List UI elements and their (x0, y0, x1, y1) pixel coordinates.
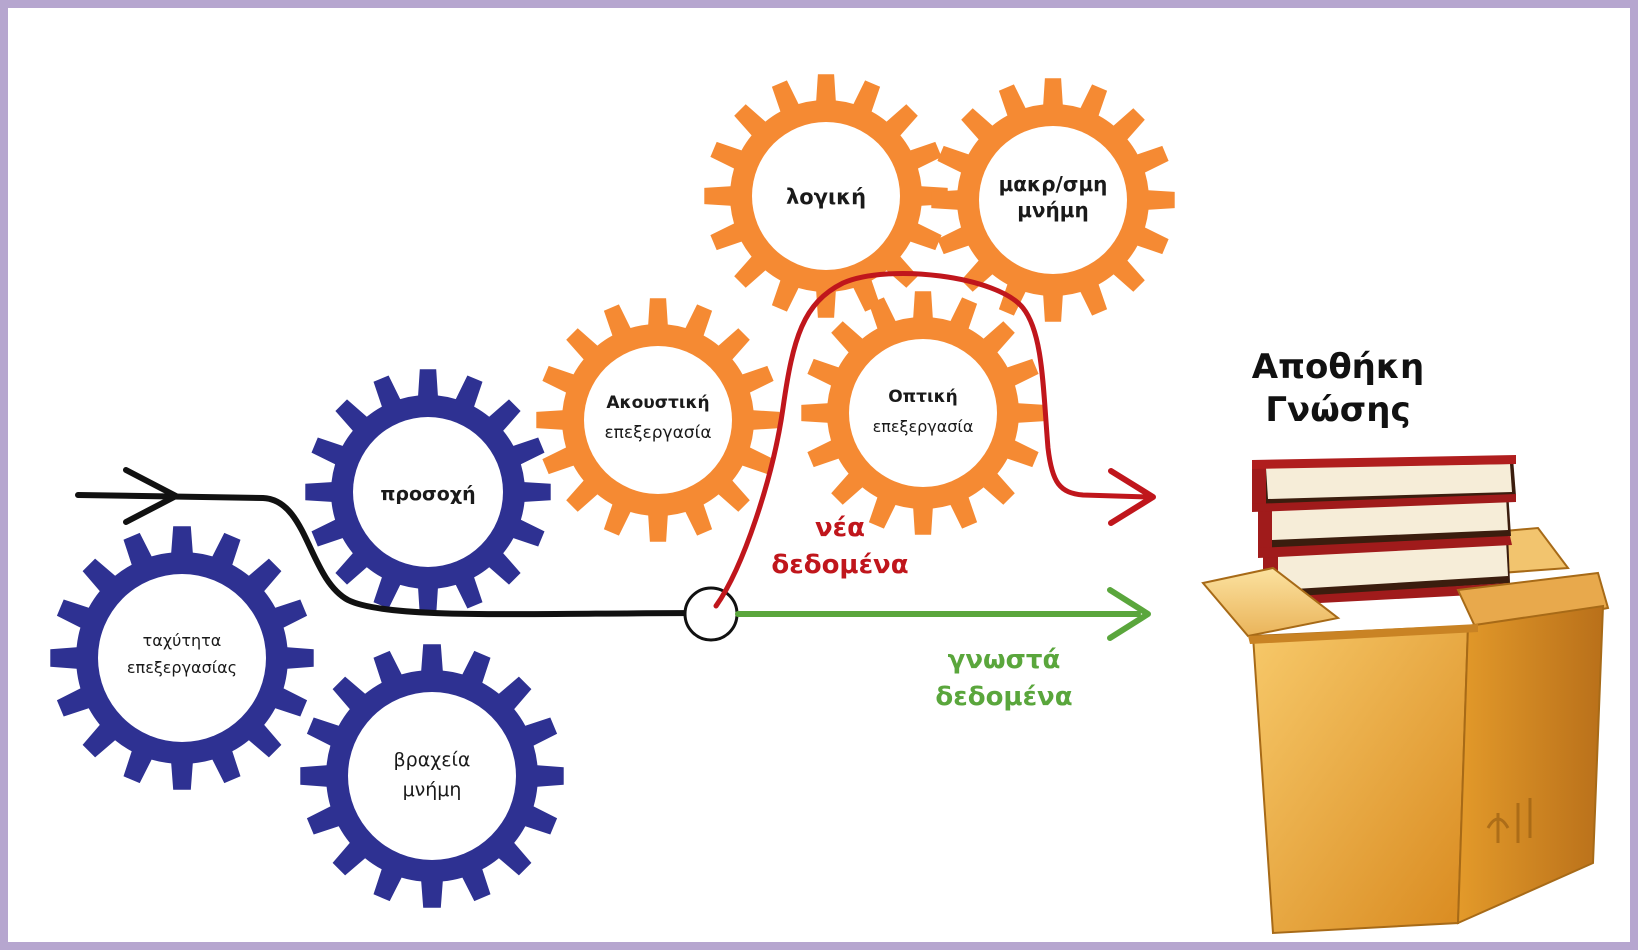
gear-hub (752, 122, 900, 270)
knowledge-flow-diagram: λογική μακρ/σμη μνήμη Ακουστική επεξεργα… (50, 74, 1610, 935)
gear-hub (348, 692, 516, 860)
gear-label-long-memory-line2: μνήμη (1017, 198, 1089, 222)
gear-label-acoustic-line1: Ακουστική (606, 393, 709, 413)
store-title-line2: Γνώσης (1265, 390, 1410, 430)
gear-hub (849, 339, 997, 487)
gear-attention-icon (305, 369, 551, 615)
gear-short-memory-icon (300, 644, 564, 908)
gear-label-speed-line1: ταχύτητα (143, 631, 222, 650)
new-data-flow-line (713, 270, 1151, 609)
gear-label-attention: προσοχή (380, 483, 475, 505)
gear-hub (353, 417, 503, 567)
gear-acoustic-icon (536, 298, 780, 542)
gear-label-optical-line1: Οπτική (888, 387, 958, 407)
gear-label-long-memory-line1: μακρ/σμη (999, 172, 1108, 196)
box-with-books-icon (1201, 455, 1610, 935)
gear-label-short-memory-line2: μνήμη (403, 779, 462, 801)
known-data-label-line2: δεδομένα (935, 682, 1072, 712)
gear-label-logic: λογική (786, 185, 866, 209)
gear-optical-icon (801, 291, 1045, 535)
gear-speed-icon (50, 526, 314, 790)
gear-logic-icon (704, 74, 948, 318)
new-data-label-line1: νέα (815, 513, 865, 543)
known-data-label-line1: γνωστά (948, 645, 1061, 675)
gear-long-memory-icon (931, 78, 1175, 322)
known-data-arrowhead (1107, 587, 1151, 641)
new-data-arrowhead (1108, 468, 1156, 526)
gear-hub (584, 346, 732, 494)
gear-label-speed-line2: επεξεργασίας (127, 658, 237, 677)
books-icon (1252, 455, 1516, 606)
new-data-label-line2: δεδομένα (771, 550, 908, 580)
gear-label-optical-line2: επεξεργασία (873, 417, 974, 436)
input-flow-line (75, 492, 711, 618)
input-flow-arrowhead (123, 467, 179, 525)
gear-hub (98, 574, 266, 742)
gear-label-acoustic-line2: επεξεργασία (604, 423, 711, 443)
diagram-canvas: λογική μακρ/σμη μνήμη Ακουστική επεξεργα… (8, 8, 1630, 942)
decision-node (683, 586, 739, 642)
gear-label-short-memory-line1: βραχεία (394, 749, 471, 771)
gear-hub (979, 126, 1127, 274)
store-title-line1: Αποθήκη (1252, 347, 1425, 387)
